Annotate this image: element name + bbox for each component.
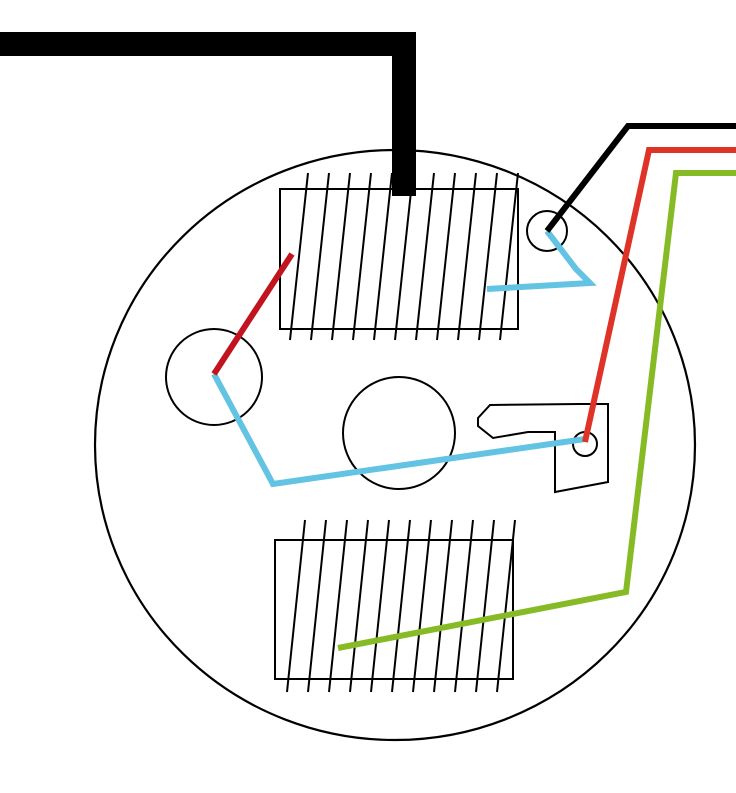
upper-coil-winding <box>352 172 372 341</box>
upper-coil-winding <box>289 172 309 341</box>
upper-coil-winding <box>373 172 393 341</box>
contact-arm <box>477 403 609 494</box>
upper-coil-winding <box>499 172 519 341</box>
upper-coil-windings <box>289 172 519 341</box>
upper-coil-winding <box>436 172 456 341</box>
lower-coil-winding <box>349 519 369 693</box>
upper-coil-winding <box>394 172 414 341</box>
lower-coil-winding <box>412 519 432 693</box>
green-wire <box>337 170 736 651</box>
red-wire <box>582 147 736 443</box>
upper-coil-winding <box>415 172 435 341</box>
lower-coil-winding <box>286 519 306 693</box>
upper-coil-winding <box>478 172 498 341</box>
lower-coil-winding <box>475 519 495 693</box>
lower-coil <box>274 519 516 693</box>
lower-coil-winding <box>328 519 348 693</box>
upper-coil-winding <box>310 172 330 341</box>
top-right-terminal <box>526 210 568 252</box>
upper-coil-winding <box>457 172 477 341</box>
lower-coil-winding <box>391 519 411 693</box>
lower-coil-winding <box>370 519 390 693</box>
lower-coil-winding <box>307 519 327 693</box>
lower-coil-winding <box>496 519 516 693</box>
black-wire <box>544 123 736 233</box>
upper-coil-winding <box>331 172 351 341</box>
center-pivot <box>342 376 456 490</box>
lower-coil-windings <box>286 519 516 693</box>
lower-coil-winding <box>433 519 453 693</box>
dark-red-wire <box>211 252 295 376</box>
lower-coil-winding <box>454 519 474 693</box>
left-terminal <box>165 328 263 426</box>
blue-wire-upper <box>486 229 597 292</box>
blue-wire-lower <box>211 372 586 488</box>
main-lead-wire <box>0 32 416 196</box>
